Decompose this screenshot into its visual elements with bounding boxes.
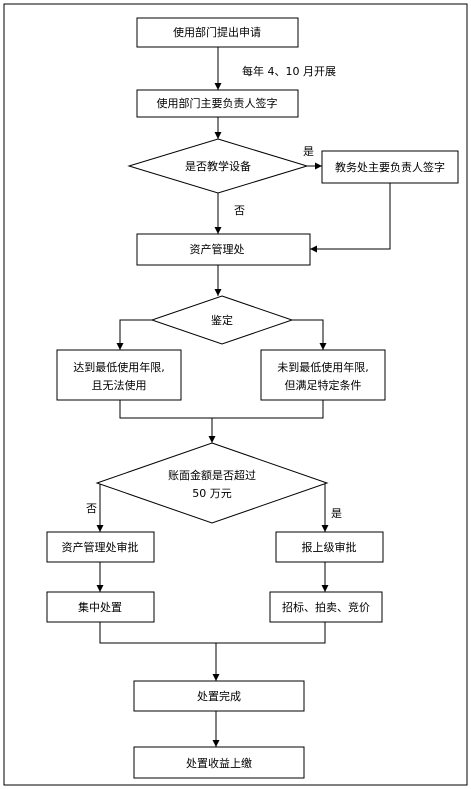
node-asset-management-office: 资产管理处	[136, 233, 311, 266]
no-label: 否	[234, 204, 245, 217]
node-label: 集中处置	[78, 600, 122, 614]
node-reached-min-life: 达到最低使用年限, 且无法使用	[56, 349, 182, 401]
node-label: 处置完成	[197, 689, 241, 703]
node-disposal-complete: 处置完成	[133, 680, 305, 712]
decision-teaching-equipment: 是否教学设备	[127, 138, 309, 194]
node-label-line2: 且无法使用	[92, 378, 147, 392]
node-asset-office-approval: 资产管理处审批	[46, 531, 155, 563]
yes-label: 是	[303, 145, 314, 158]
connectors	[96, 47, 391, 747]
node-proceeds-remitted: 处置收益上缴	[133, 746, 305, 779]
node-label: 资产管理处审批	[62, 540, 139, 554]
node-label: 招标、拍卖、竞价	[282, 600, 370, 614]
node-not-reached-min-life: 未到最低使用年限, 但满足特定条件	[260, 349, 386, 401]
node-bidding-auction: 招标、拍卖、竞价	[269, 591, 383, 623]
node-label: 资产管理处	[190, 242, 245, 256]
decision-label: 是否教学设备	[185, 159, 251, 173]
decision-label: 鉴定	[211, 313, 233, 327]
merge-n9-n10	[99, 622, 326, 644]
schedule-label: 每年 4、10 月开展	[242, 64, 336, 78]
arrow-d2-n6	[292, 319, 327, 350]
node-label: 教务处主要负责人签字	[335, 160, 445, 174]
node-label-line1: 达到最低使用年限,	[73, 360, 165, 374]
yes-label: 是	[331, 507, 342, 520]
node-label-line2: 但满足特定条件	[285, 378, 362, 392]
node-submit-application: 使用部门提出申请	[136, 17, 299, 48]
node-label-line1: 未到最低使用年限,	[277, 360, 369, 374]
decision-label-line1: 账面金额是否超过	[168, 468, 256, 482]
arrow-d2-n5	[116, 319, 152, 350]
node-label: 使用部门主要负责人签字	[157, 96, 278, 110]
merge-n5-n6	[119, 400, 324, 419]
outer-frame	[3, 3, 468, 786]
node-label: 使用部门提出申请	[173, 25, 261, 39]
node-label: 报上级审批	[302, 540, 357, 554]
decision-label-line2: 50 万元	[192, 487, 232, 500]
node-label: 处置收益上缴	[186, 756, 252, 770]
node-centralized-disposal: 集中处置	[46, 591, 155, 623]
decision-book-value: 账面金额是否超过 50 万元	[95, 442, 329, 524]
node-higher-approval: 报上级审批	[275, 531, 384, 563]
decision-appraisal: 鉴定	[150, 295, 294, 345]
node-academic-affairs-sign: 教务处主要负责人签字	[321, 150, 459, 184]
no-label: 否	[86, 502, 97, 515]
arrow-n3-n4	[310, 183, 391, 253]
node-dept-head-sign: 使用部门主要负责人签字	[136, 89, 299, 118]
